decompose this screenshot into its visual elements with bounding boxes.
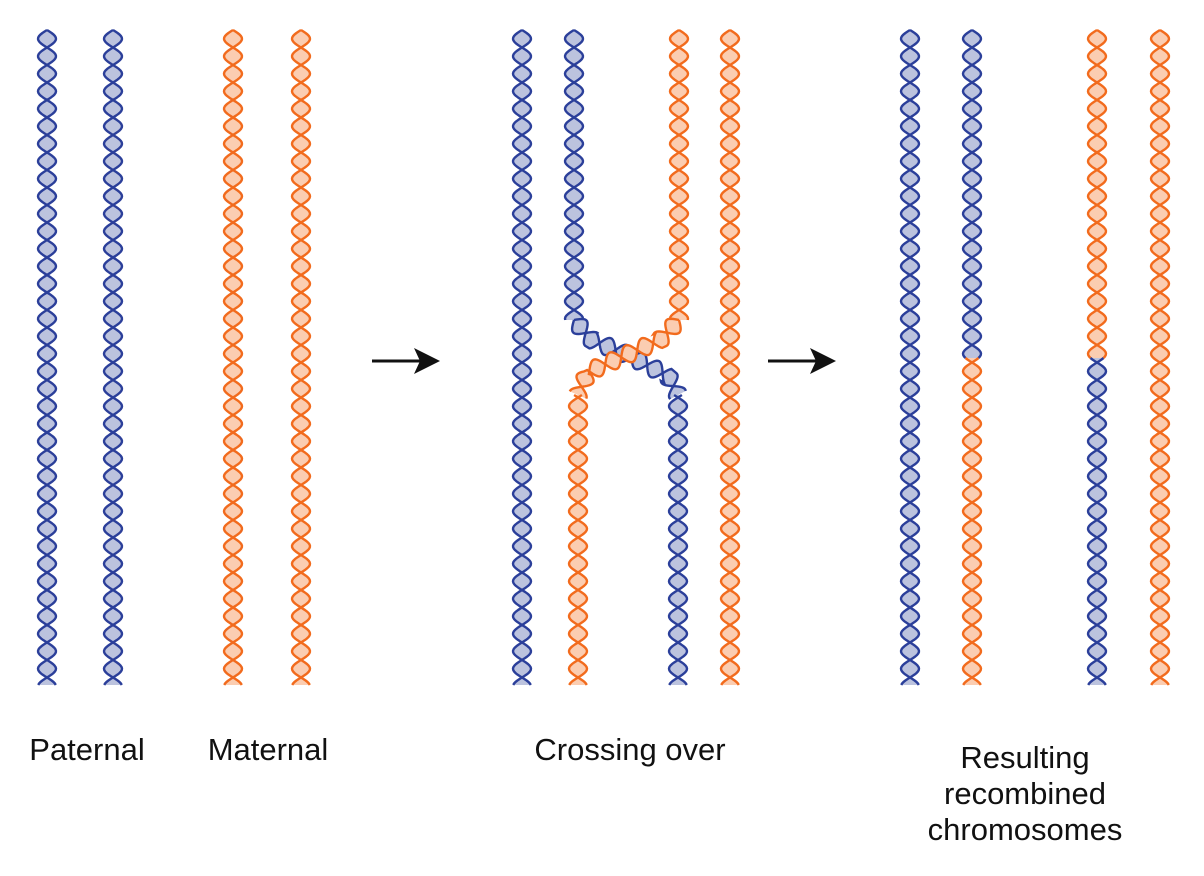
- result-maternal-chromatid-2-strand-b: [1149, 28, 1171, 686]
- result-recombined-1-maternal-strand-b: [961, 357, 983, 686]
- result-recombined-2-maternal: [1086, 28, 1108, 359]
- crossing-paternal-chromatid-1: [511, 28, 533, 686]
- resulting-label-line-2: recombined: [944, 776, 1106, 811]
- result-recombined-1-paternal-fill: [963, 30, 981, 358]
- result-recombined-1-paternal-strand-a: [961, 28, 983, 359]
- crossing-paternal-lower-strand-b: [667, 393, 689, 686]
- crossing-maternal-upper-fill: [670, 30, 688, 320]
- maternal-chromatid-2-fill: [292, 30, 310, 685]
- crossing-maternal-lower-fill: [569, 395, 587, 685]
- maternal-chromatid-1-fill: [224, 30, 242, 685]
- crossing-maternal-lower-strand-b: [567, 393, 589, 686]
- crossing-over-label: Crossing over: [534, 732, 726, 767]
- paternal-chromatid-1-fill: [38, 30, 56, 685]
- result-paternal-chromatid-1-strand-a: [899, 28, 921, 686]
- paternal-chromatid-2: [102, 28, 124, 686]
- crossing-paternal-chromatid-1-strand-b: [511, 28, 533, 686]
- result-maternal-chromatid-2-strand-a: [1149, 28, 1171, 686]
- result-recombined-2-paternal-strand-b: [1086, 357, 1108, 686]
- crossing-paternal-lower-strand-a: [667, 393, 689, 686]
- maternal-chromatid-2: [290, 28, 312, 686]
- crossing-maternal-chromatid-2-strand-b: [719, 28, 741, 686]
- maternal-label: Maternal: [207, 732, 329, 767]
- maternal-chromatid-2-strand-b: [290, 28, 312, 686]
- crossing-paternal-upper-strand-a: [563, 28, 585, 321]
- crossing-maternal-bridge: [568, 317, 682, 399]
- crossing-maternal-upper-strand-a: [668, 28, 690, 321]
- crossing-paternal-upper-strand-b: [563, 28, 585, 321]
- crossing-paternal-chromatid-1-strand-a: [511, 28, 533, 686]
- arrow-2-icon: [768, 348, 836, 374]
- crossing-paternal-chromatid-1-fill: [513, 30, 531, 685]
- result-recombined-2-paternal-strand-a: [1086, 357, 1108, 686]
- result-recombined-2-maternal-strand-a: [1086, 28, 1108, 359]
- result-paternal-chromatid-1: [899, 28, 921, 686]
- paternal-chromatid-1-strand-a: [36, 28, 58, 686]
- resulting-label-line-3: chromosomes: [927, 812, 1123, 847]
- result-paternal-chromatid-1-fill: [901, 30, 919, 685]
- crossing-maternal-chromatid-2-strand-a: [719, 28, 741, 686]
- maternal-chromatid-1-strand-a: [222, 28, 244, 686]
- crossing-maternal-lower: [567, 393, 589, 686]
- crossing-maternal-chromatid-2: [719, 28, 741, 686]
- crossing-paternal-lower-fill: [669, 395, 687, 685]
- result-maternal-chromatid-2: [1149, 28, 1171, 686]
- result-recombined-1-paternal-strand-b: [961, 28, 983, 359]
- paternal-chromatid-2-fill: [104, 30, 122, 685]
- crossing-maternal-upper: [668, 28, 690, 321]
- result-recombined-2-maternal-strand-b: [1086, 28, 1108, 359]
- crossing-paternal-upper-fill: [565, 30, 583, 320]
- chromatids-layer: [36, 28, 1171, 686]
- paternal-chromatid-2-strand-a: [102, 28, 124, 686]
- crossing-maternal-lower-strand-a: [567, 393, 589, 686]
- crossing-paternal-bridge-fill: [572, 319, 686, 400]
- arrow-1-icon: [372, 348, 440, 374]
- result-recombined-2-maternal-fill: [1088, 30, 1106, 358]
- crossing-maternal-bridge-strand-b: [568, 319, 682, 393]
- result-recombined-1-maternal: [961, 357, 983, 686]
- crossing-maternal-chromatid-2-fill: [721, 30, 739, 685]
- maternal-chromatid-2-strand-a: [290, 28, 312, 686]
- result-maternal-chromatid-2-fill: [1151, 30, 1169, 685]
- crossing-maternal-upper-strand-b: [668, 28, 690, 321]
- resulting-label: Resulting recombined chromosomes: [910, 740, 1140, 848]
- resulting-label-line-1: Resulting: [960, 740, 1090, 775]
- paternal-chromatid-1-strand-b: [36, 28, 58, 686]
- result-recombined-1-maternal-fill: [963, 358, 981, 685]
- result-recombined-1-maternal-strand-a: [961, 357, 983, 686]
- result-recombined-2-paternal-fill: [1088, 358, 1106, 685]
- result-paternal-chromatid-1-strand-b: [899, 28, 921, 686]
- crossing-paternal-upper: [563, 28, 585, 321]
- paternal-label: Paternal: [29, 732, 145, 767]
- crossing-paternal-lower: [667, 393, 689, 686]
- maternal-chromatid-1-strand-b: [222, 28, 244, 686]
- maternal-chromatid-1: [222, 28, 244, 686]
- result-recombined-2-paternal: [1086, 357, 1108, 686]
- crossing-maternal-bridge-strand-a: [575, 317, 680, 399]
- result-recombined-1-paternal: [961, 28, 983, 359]
- paternal-chromatid-1: [36, 28, 58, 686]
- paternal-chromatid-2-strand-b: [102, 28, 124, 686]
